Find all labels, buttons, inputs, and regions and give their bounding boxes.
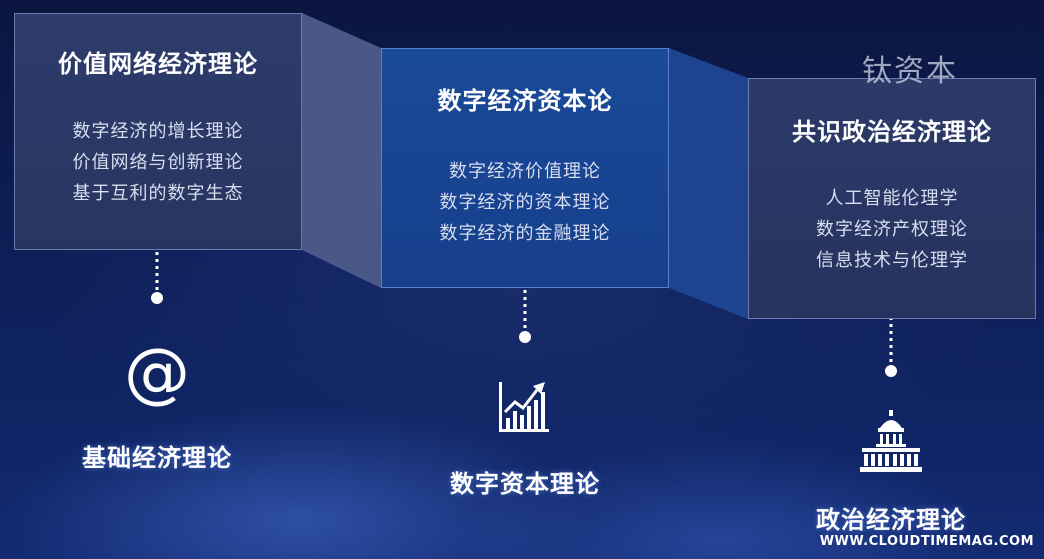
ribbon-fold-2	[669, 48, 748, 319]
theory-box-consensus-politics: 共识政治经济理论 人工智能伦理学 数字经济产权理论 信息技术与伦理学	[748, 78, 1036, 319]
box-item: 数字经济的资本理论	[439, 192, 611, 213]
ribbon-fold-1	[302, 13, 381, 288]
box-item: 人工智能伦理学	[825, 188, 959, 209]
box-item-list: 人工智能伦理学 数字经济产权理论 信息技术与伦理学	[749, 183, 1035, 276]
watermark-logo-text: 钛资本	[862, 54, 958, 89]
pillar-label: 数字资本理论	[450, 470, 600, 498]
box-title: 共识政治经济理论	[792, 118, 992, 146]
box-item: 信息技术与伦理学	[816, 250, 968, 271]
capitol-building-icon	[860, 410, 922, 472]
pillar-political-economics: 政治经济理论	[816, 408, 966, 535]
box-title: 数字经济资本论	[437, 87, 613, 115]
pillar-label: 基础经济理论	[82, 444, 232, 472]
box-item: 数字经济价值理论	[449, 161, 601, 182]
at-sign-icon: @	[124, 338, 190, 408]
svg-text:@: @	[124, 338, 190, 408]
box-item: 数字经济的增长理论	[72, 121, 244, 142]
pillar-basic-economics: @ 基础经济理论	[82, 338, 232, 473]
pillar-digital-capital: 数字资本理论	[450, 378, 600, 499]
growth-chart-icon	[499, 382, 549, 432]
box-item: 数字经济产权理论	[816, 219, 968, 240]
box-item: 数字经济的金融理论	[439, 223, 611, 244]
theory-box-digital-capital: 数字经济资本论 数字经济价值理论 数字经济的资本理论 数字经济的金融理论	[381, 48, 669, 288]
website-watermark: WWW.CLOUDTIMEMAG.COM	[819, 534, 1034, 549]
box-item: 价值网络与创新理论	[72, 152, 244, 173]
theory-box-value-network: 价值网络经济理论 数字经济的增长理论 价值网络与创新理论 基于互利的数字生态	[14, 13, 302, 250]
box-item: 基于互利的数字生态	[72, 183, 244, 204]
box-item-list: 数字经济价值理论 数字经济的资本理论 数字经济的金融理论	[382, 156, 668, 249]
box-title: 价值网络经济理论	[58, 50, 258, 78]
box-item-list: 数字经济的增长理论 价值网络与创新理论 基于互利的数字生态	[15, 116, 301, 209]
pillar-label: 政治经济理论	[816, 506, 966, 534]
